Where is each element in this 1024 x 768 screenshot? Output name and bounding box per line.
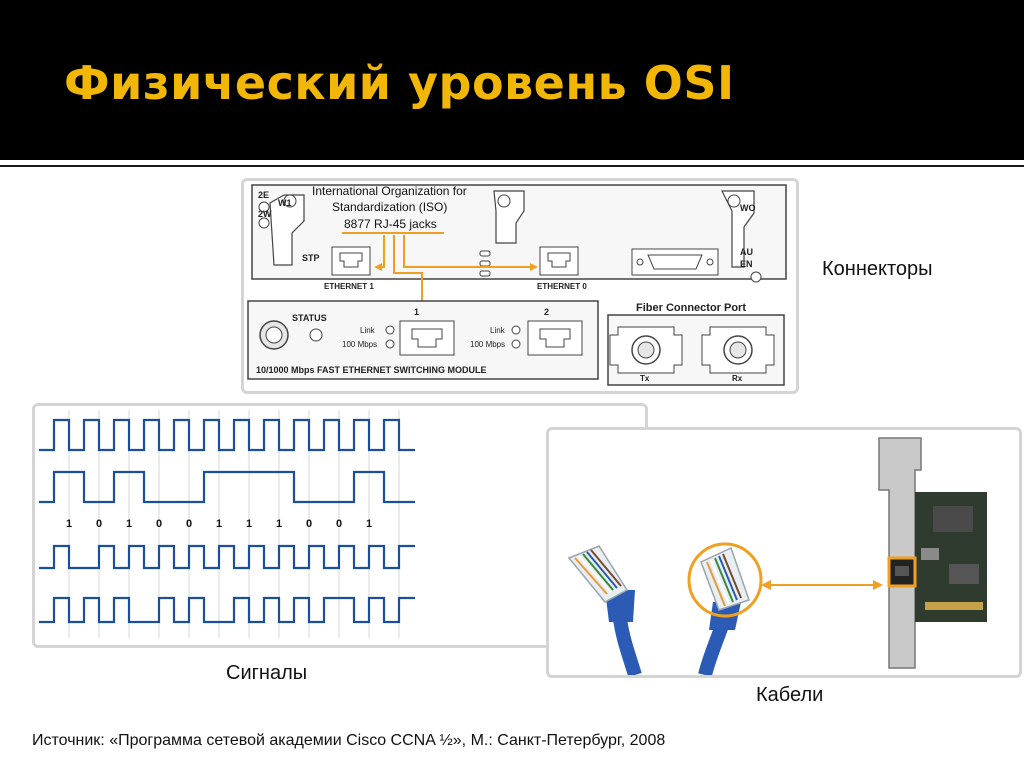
switch-w1-label: W1 <box>278 198 292 208</box>
en-label: EN <box>740 259 753 269</box>
switch-port-1 <box>399 320 455 356</box>
bit-label: 0 <box>96 518 102 530</box>
bit-label: 0 <box>186 518 192 530</box>
ethernet1-port <box>331 246 371 276</box>
tx-label: Tx <box>640 374 650 383</box>
slide-title: Физический уровень OSI <box>64 56 735 110</box>
ethernet0-port <box>539 246 579 276</box>
port2-link-label: Link <box>490 326 506 335</box>
fiber-port-label: Fiber Connector Port <box>636 302 746 314</box>
connectors-panel: 2E W1 2W STP International Organization … <box>241 178 799 394</box>
cables-label: Кабели <box>756 684 824 706</box>
au-label: AU <box>740 247 753 257</box>
encoded-signal-2 <box>39 596 415 624</box>
switch-2w-label: 2W <box>258 209 272 219</box>
module-label: 10/1000 Mbps FAST ETHERNET SWITCHING MOD… <box>256 365 487 375</box>
serial-port <box>631 248 719 276</box>
title-divider <box>0 165 1024 167</box>
signals-label: Сигналы <box>226 662 308 684</box>
cables-illustration <box>567 437 987 678</box>
port1-number: 1 <box>414 307 419 317</box>
port1-100mbps-label: 100 Mbps <box>342 340 377 349</box>
network-card <box>878 437 987 669</box>
wo-label: WO <box>740 203 756 213</box>
status-label: STATUS <box>292 313 327 323</box>
callout-line3: 8877 RJ-45 jacks <box>344 217 437 231</box>
router-diagram: 2E W1 2W STP International Organization … <box>247 184 787 386</box>
port2-number: 2 <box>544 307 549 317</box>
bit-label: 0 <box>306 518 312 530</box>
bit-label: 1 <box>216 518 222 530</box>
port1-link-label: Link <box>360 326 376 335</box>
rx-label: Rx <box>732 374 743 383</box>
stp-label: STP <box>302 253 320 263</box>
ethernet1-label: ETHERNET 1 <box>324 282 374 291</box>
clock-signal <box>39 418 415 452</box>
signal-diagram: 1 0 1 0 0 1 1 1 0 0 1 <box>39 410 415 638</box>
bit-label: 0 <box>156 518 162 530</box>
switch-port-2 <box>527 320 583 356</box>
bit-label: 1 <box>366 518 372 530</box>
bit-label: 1 <box>66 518 72 530</box>
callout-line2: Standardization (ISO) <box>332 200 447 214</box>
switch-2e-label: 2E <box>258 190 269 200</box>
connector-highlight <box>687 542 763 618</box>
connectors-label: Коннекторы <box>822 258 933 280</box>
bit-label: 0 <box>336 518 342 530</box>
bit-label: 1 <box>126 518 132 530</box>
callout-line1: International Organization for <box>312 184 467 198</box>
rj45-cable-right <box>687 542 763 677</box>
source-citation: Источник: «Программа сетевой академии Ci… <box>32 732 666 749</box>
rj45-cable-left <box>567 545 642 678</box>
data-signal <box>39 470 415 504</box>
encoded-signal-1 <box>39 544 415 570</box>
ethernet0-label: ETHERNET 0 <box>537 282 587 291</box>
bit-label: 1 <box>246 518 252 530</box>
cables-panel <box>546 427 1022 678</box>
signals-panel: 1 0 1 0 0 1 1 1 0 0 1 <box>32 403 648 648</box>
bit-label: 1 <box>276 518 282 530</box>
title-bar <box>0 0 1024 160</box>
port2-100mbps-label: 100 Mbps <box>470 340 505 349</box>
